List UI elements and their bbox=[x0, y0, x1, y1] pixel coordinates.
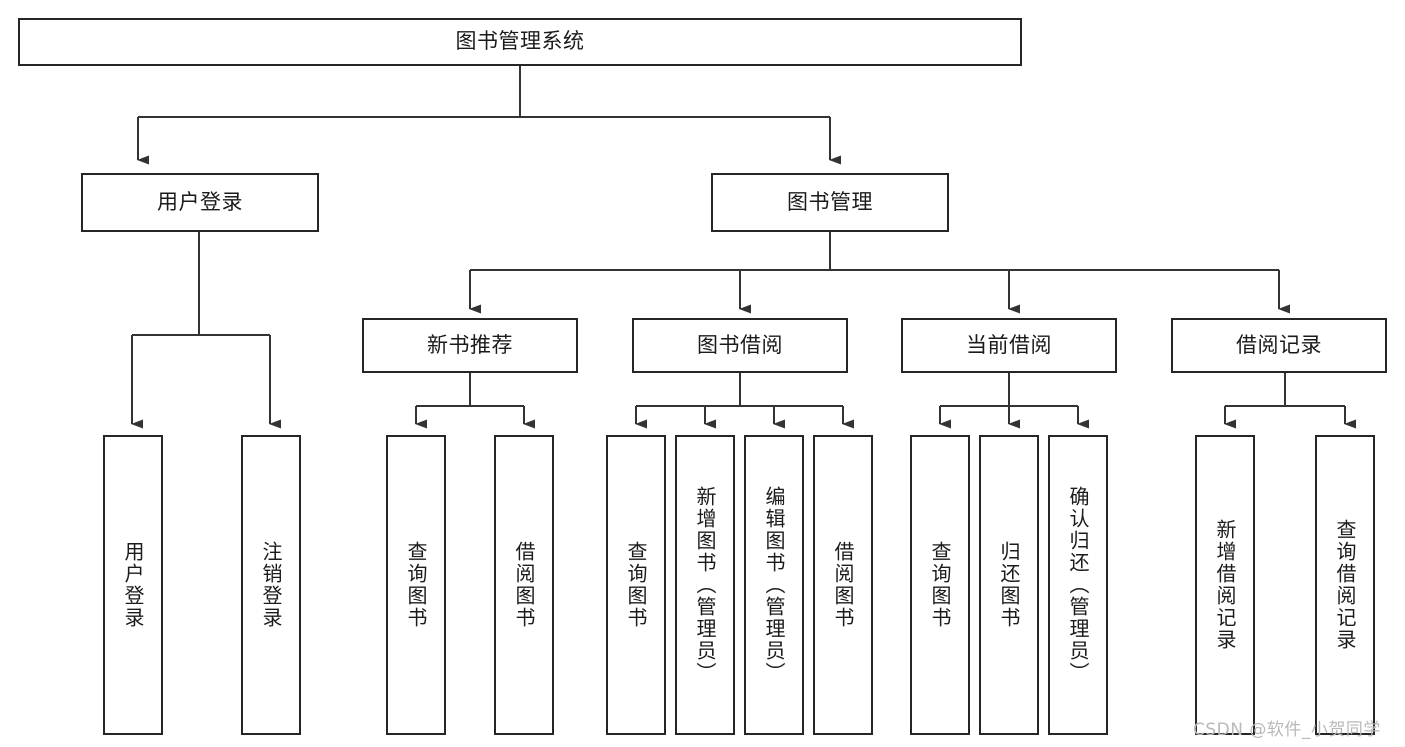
node-leaf-query-record-label: 查询借阅记录 bbox=[1333, 519, 1357, 651]
node-borrow-record-label: 借阅记录 bbox=[1236, 332, 1322, 357]
csdn-watermark: CSDN @软件_小贺同学 bbox=[1193, 720, 1381, 740]
node-leaf-add-book[interactable]: 新增图书（管理员） bbox=[675, 435, 735, 735]
node-user-login-label: 用户登录 bbox=[157, 189, 243, 214]
node-leaf-user-login[interactable]: 用户登录 bbox=[103, 435, 163, 735]
node-leaf-add-book-label: 新增图书（管理员） bbox=[693, 486, 717, 684]
node-new-book-rec[interactable]: 新书推荐 bbox=[362, 318, 578, 373]
node-current-borrow[interactable]: 当前借阅 bbox=[901, 318, 1117, 373]
node-book-manage-label: 图书管理 bbox=[787, 189, 873, 214]
node-leaf-logout-label: 注销登录 bbox=[259, 541, 283, 629]
node-leaf-query-book-3-label: 查询图书 bbox=[928, 541, 952, 629]
node-leaf-return-book-label: 归还图书 bbox=[997, 541, 1021, 629]
node-root-label: 图书管理系统 bbox=[455, 29, 585, 54]
node-leaf-borrow-book-2[interactable]: 借阅图书 bbox=[813, 435, 873, 735]
node-new-book-rec-label: 新书推荐 bbox=[427, 332, 513, 357]
node-leaf-logout[interactable]: 注销登录 bbox=[241, 435, 301, 735]
node-leaf-borrow-book-2-label: 借阅图书 bbox=[831, 541, 855, 629]
node-root[interactable]: 图书管理系统 bbox=[18, 18, 1022, 66]
node-leaf-query-book-2-label: 查询图书 bbox=[624, 541, 648, 629]
node-current-borrow-label: 当前借阅 bbox=[966, 332, 1052, 357]
node-leaf-query-book-1[interactable]: 查询图书 bbox=[386, 435, 446, 735]
node-leaf-query-book-2[interactable]: 查询图书 bbox=[606, 435, 666, 735]
node-leaf-add-record[interactable]: 新增借阅记录 bbox=[1195, 435, 1255, 735]
node-book-borrow[interactable]: 图书借阅 bbox=[632, 318, 848, 373]
node-leaf-user-login-label: 用户登录 bbox=[121, 541, 145, 629]
node-leaf-query-book-3[interactable]: 查询图书 bbox=[910, 435, 970, 735]
node-leaf-borrow-book-1-label: 借阅图书 bbox=[512, 541, 536, 629]
node-book-borrow-label: 图书借阅 bbox=[697, 332, 783, 357]
node-leaf-add-record-label: 新增借阅记录 bbox=[1213, 519, 1237, 651]
node-leaf-return-book[interactable]: 归还图书 bbox=[979, 435, 1039, 735]
node-leaf-edit-book-label: 编辑图书（管理员） bbox=[762, 486, 786, 684]
node-book-manage[interactable]: 图书管理 bbox=[711, 173, 949, 232]
node-leaf-query-record[interactable]: 查询借阅记录 bbox=[1315, 435, 1375, 735]
node-leaf-edit-book[interactable]: 编辑图书（管理员） bbox=[744, 435, 804, 735]
node-leaf-query-book-1-label: 查询图书 bbox=[404, 541, 428, 629]
node-leaf-borrow-book-1[interactable]: 借阅图书 bbox=[494, 435, 554, 735]
node-leaf-confirm-return-label: 确认归还（管理员） bbox=[1066, 486, 1090, 684]
node-user-login[interactable]: 用户登录 bbox=[81, 173, 319, 232]
node-borrow-record[interactable]: 借阅记录 bbox=[1171, 318, 1387, 373]
node-leaf-confirm-return[interactable]: 确认归还（管理员） bbox=[1048, 435, 1108, 735]
